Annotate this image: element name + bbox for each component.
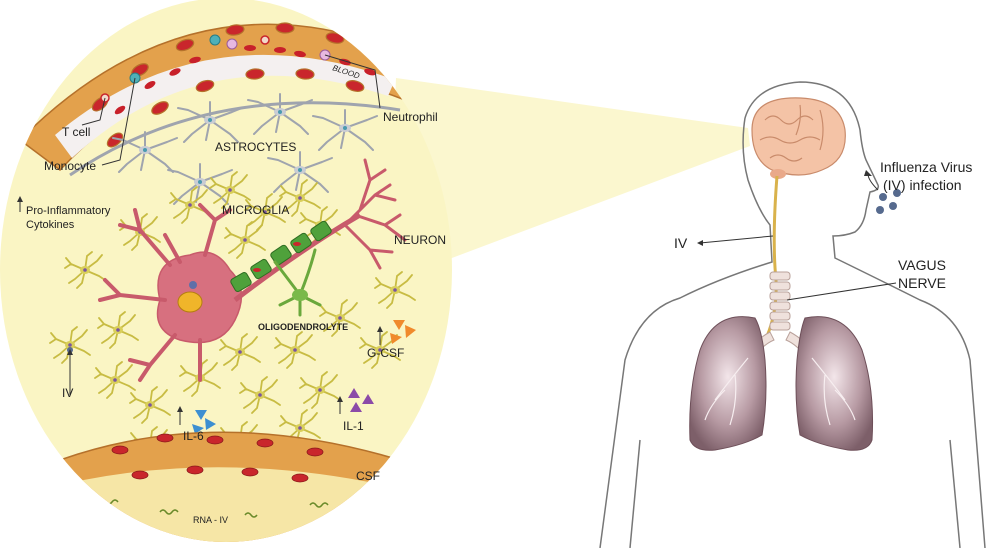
neuron-nucleolus bbox=[189, 281, 197, 289]
label-oligodendrolyte: OLIGODENDROLYTE bbox=[258, 322, 348, 332]
pointer-lines bbox=[19, 54, 381, 425]
lymphocyte-cell bbox=[209, 34, 221, 46]
body-outline bbox=[599, 81, 986, 548]
label-monocyte: Monocyte bbox=[44, 159, 96, 173]
label-iv-left: IV bbox=[62, 386, 73, 400]
focus-beam bbox=[388, 78, 750, 282]
label-rna-iv: RNA - IV bbox=[193, 515, 228, 525]
t-cell-in-vessel bbox=[260, 35, 270, 45]
label-iv-right: IV bbox=[674, 235, 688, 251]
label-influenza-1: Influenza Virus bbox=[880, 159, 972, 175]
myelin-nodes bbox=[253, 242, 301, 272]
label-vagus-1: VAGUS bbox=[898, 257, 946, 273]
csf-fluid bbox=[40, 467, 445, 542]
arrow-heads bbox=[17, 196, 383, 412]
il-6-triangles bbox=[192, 410, 216, 434]
neuron-nucleus bbox=[177, 291, 203, 313]
arrow-head-iv-right bbox=[697, 240, 703, 246]
label-t-cell: T cell bbox=[62, 125, 90, 139]
label-influenza-2: (IV) infection bbox=[883, 177, 962, 193]
label-astrocytes: ASTROCYTES bbox=[215, 140, 296, 154]
right-pointer-lines bbox=[699, 173, 897, 301]
label-il-1: IL-1 bbox=[343, 419, 364, 433]
oligodendrocyte-cell bbox=[273, 248, 322, 317]
label-neuron: NEURON bbox=[394, 233, 446, 247]
influenza-virus-particles bbox=[876, 189, 901, 214]
label-neutrophil: Neutrophil bbox=[383, 110, 438, 124]
label-csf: CSF bbox=[356, 469, 380, 483]
purple-cell bbox=[226, 38, 238, 50]
right-lung bbox=[795, 316, 874, 451]
blood-cells bbox=[114, 45, 376, 115]
label-g-csf: G-CSF bbox=[367, 346, 404, 360]
label-pro-inflammatory-2: Cytokines bbox=[26, 219, 75, 231]
label-pro-inflammatory-1: Pro-Inflammatory bbox=[26, 205, 111, 217]
myelin-sheath bbox=[230, 220, 332, 292]
arm-left-line bbox=[629, 439, 641, 548]
label-il-6: IL-6 bbox=[183, 429, 204, 443]
label-microglia: MICROGLIA bbox=[222, 203, 289, 217]
csf-endothelial-nuclei bbox=[111, 433, 324, 483]
oligodendrocyte-body bbox=[292, 289, 308, 301]
g-csf-triangles bbox=[390, 320, 416, 344]
arm-right-line bbox=[949, 439, 961, 548]
label-vagus-2: NERVE bbox=[898, 275, 946, 291]
arrow-head-virus bbox=[864, 170, 872, 176]
brain bbox=[751, 97, 846, 179]
astrocyte-endfeet-line bbox=[69, 101, 401, 177]
il-1-triangles bbox=[348, 388, 374, 412]
bronchi bbox=[704, 357, 856, 426]
